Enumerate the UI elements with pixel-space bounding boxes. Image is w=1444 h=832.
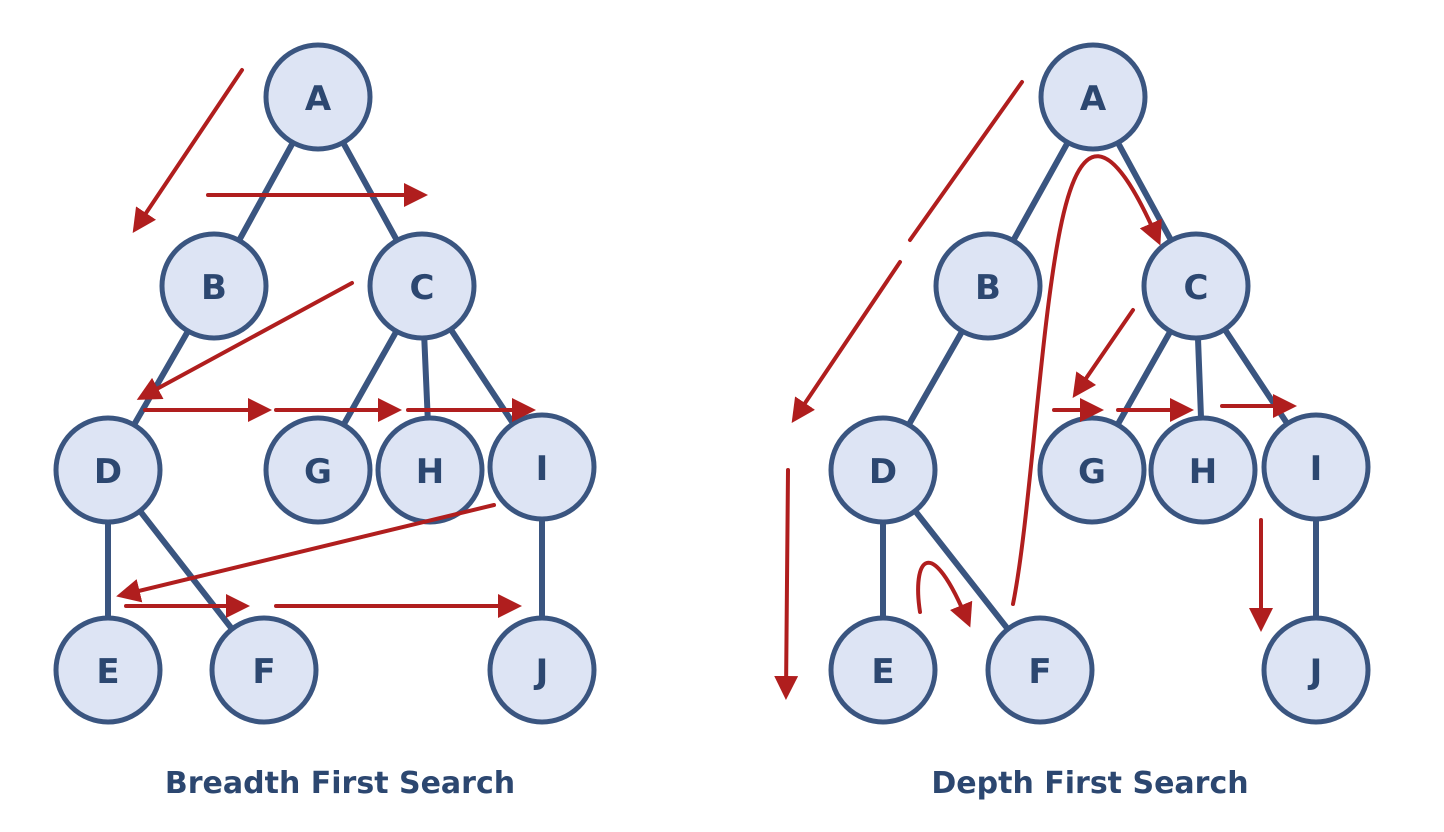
dfs-arrow-1 xyxy=(908,80,1024,242)
dfs-node-e: E xyxy=(828,615,938,725)
dfs-node-c-label: C xyxy=(1184,268,1209,308)
bfs-node-h-label: H xyxy=(416,452,444,492)
dfs-nodes: A B C D G H I xyxy=(828,42,1371,725)
bfs-node-c-label: C xyxy=(410,268,435,308)
dfs-arrow-3 xyxy=(774,468,799,700)
bfs-node-e: E xyxy=(53,615,163,725)
dfs-arrow-5 xyxy=(1011,154,1162,606)
bfs-node-a: A xyxy=(263,42,373,152)
dfs-arrow-6 xyxy=(1072,308,1135,398)
bfs-node-d: D xyxy=(53,415,163,525)
bfs-node-i-label: I xyxy=(536,449,549,489)
bfs-node-f: F xyxy=(209,615,319,725)
dfs-node-g-label: G xyxy=(1078,452,1106,492)
bfs-node-i: I xyxy=(487,412,597,522)
dfs-node-f-label: F xyxy=(1028,652,1051,692)
dfs-node-h: H xyxy=(1148,415,1258,525)
dfs-node-c: C xyxy=(1141,231,1251,341)
dfs-arrow-2 xyxy=(791,260,902,423)
dfs-node-j-label: J xyxy=(1308,652,1323,692)
dfs-node-b-label: B xyxy=(975,268,1001,308)
dfs-node-j: J xyxy=(1261,615,1371,725)
bfs-node-e-label: E xyxy=(96,652,119,692)
bfs-arrow-1 xyxy=(132,68,244,233)
bfs-nodes: A B C D G H I xyxy=(53,42,597,725)
dfs-node-i-label: I xyxy=(1310,449,1323,489)
bfs-caption: Breadth First Search xyxy=(165,766,515,801)
bfs-node-a-label: A xyxy=(305,79,332,119)
dfs-node-g: G xyxy=(1037,415,1147,525)
dfs-node-b: B xyxy=(933,231,1043,341)
dfs-traversal-arrows xyxy=(774,80,1297,700)
bfs-node-j: J xyxy=(487,615,597,725)
bfs-node-b-label: B xyxy=(201,268,227,308)
bfs-node-g: G xyxy=(263,415,373,525)
bfs-traversal-arrows xyxy=(116,68,536,618)
bfs-node-d-label: D xyxy=(94,452,122,492)
dfs-node-a-label: A xyxy=(1080,79,1107,119)
dfs-node-e-label: E xyxy=(871,652,894,692)
dfs-node-f: F xyxy=(985,615,1095,725)
bfs-arrow-3 xyxy=(136,281,354,400)
bfs-node-c: C xyxy=(367,231,477,341)
bfs-node-f-label: F xyxy=(252,652,275,692)
dfs-node-d-label: D xyxy=(869,452,897,492)
bfs-node-b: B xyxy=(159,231,269,341)
dfs-node-h-label: H xyxy=(1189,452,1217,492)
bfs-arrow-7 xyxy=(116,503,496,603)
dfs-arrow-4 xyxy=(916,561,973,628)
dfs-node-a: A xyxy=(1038,42,1148,152)
dfs-caption: Depth First Search xyxy=(931,766,1248,801)
bfs-node-g-label: G xyxy=(304,452,332,492)
dfs-graph: A B C D G H I xyxy=(774,42,1371,801)
dfs-node-d: D xyxy=(828,415,938,525)
bfs-node-j-label: J xyxy=(534,652,549,692)
bfs-node-h: H xyxy=(375,415,485,525)
dfs-node-i: I xyxy=(1261,412,1371,522)
bfs-graph: A B C D G H I xyxy=(53,42,597,801)
